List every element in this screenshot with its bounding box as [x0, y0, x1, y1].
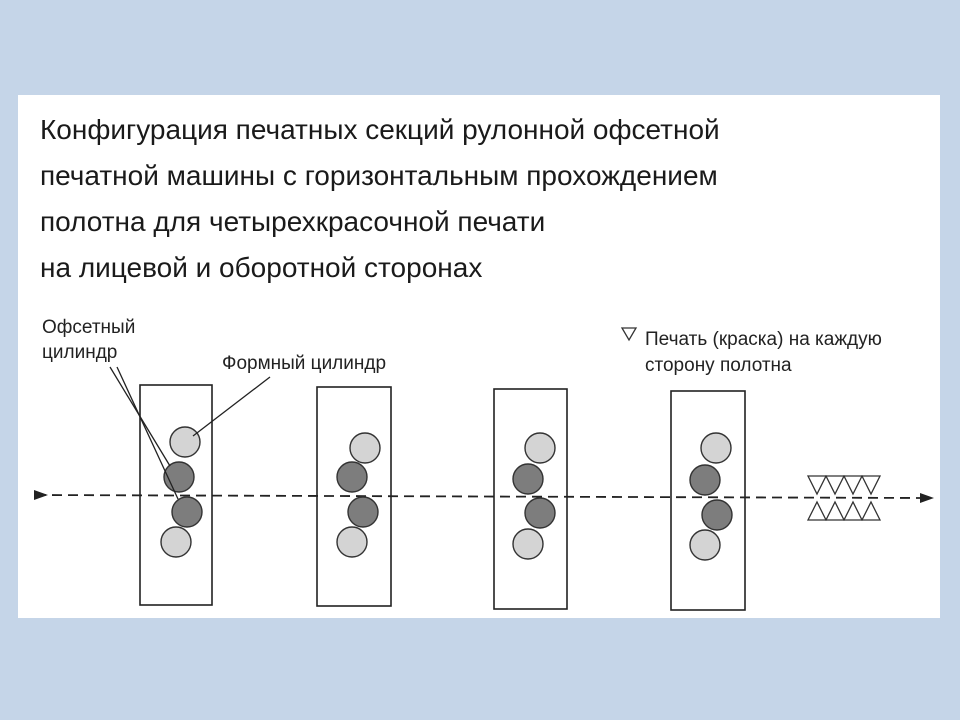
printing-section-2 [316, 386, 392, 607]
plate-cylinder-top [169, 426, 201, 458]
offset-cylinder-pointer [116, 366, 179, 500]
plate-cylinder-bottom [336, 526, 368, 558]
web-entry-arrow [34, 490, 48, 500]
section-frame [670, 390, 746, 611]
title-line: Конфигурация печатных секций рулонной оф… [40, 114, 720, 145]
offset-cylinder-bottom [171, 496, 203, 528]
slide-title: Конфигурация печатных секций рулонной оф… [40, 107, 920, 291]
legend-label: Печать (краска) на каждую сторону полотн… [645, 329, 887, 376]
title-line: полотна для четырехкрасочной печати [40, 206, 546, 237]
legend-triangle-icon [620, 327, 638, 342]
web-exit-arrow [920, 493, 934, 503]
paper-web-line [35, 494, 924, 499]
plate-cylinder-pointer [192, 376, 271, 437]
section-frame [493, 388, 568, 610]
slide: Конфигурация печатных секций рулонной оф… [18, 95, 940, 618]
ink-triangle-icon [806, 475, 828, 496]
offset-cylinder-label: Офсетный цилиндр [42, 317, 141, 363]
plate-cylinder-bottom [512, 528, 544, 560]
section-frame [316, 386, 392, 607]
plate-cylinder-bottom [689, 529, 721, 561]
printing-section-3 [493, 388, 568, 610]
ink-markers [806, 475, 882, 521]
ink-triangle-icon [824, 475, 846, 496]
title-line: печатной машины с горизонтальным прохожд… [40, 160, 718, 191]
printing-sections-diagram: Офсетный цилиндр Формный цилиндр Печать … [34, 317, 934, 611]
ink-triangle-icon [842, 500, 864, 521]
ink-triangle-icon [860, 475, 882, 496]
offset-cylinder-top [689, 464, 721, 496]
ink-triangle-icon [806, 500, 828, 521]
plate-cylinder-bottom [160, 526, 192, 558]
offset-cylinder-bottom [347, 496, 379, 528]
offset-cylinder-top [512, 463, 544, 495]
section-frame [139, 384, 213, 606]
ink-triangle-icon [824, 500, 846, 521]
plate-cylinder-label: Формный цилиндр [222, 353, 386, 374]
ink-triangle-icon [842, 475, 864, 496]
plate-cylinder-top [700, 432, 732, 464]
plate-cylinder-top [524, 432, 556, 464]
offset-cylinder-top [336, 461, 368, 493]
offset-cylinder-bottom [701, 499, 733, 531]
printing-section-4 [670, 390, 746, 611]
plate-cylinder-top [349, 432, 381, 464]
ink-triangle-icon [860, 500, 882, 521]
title-line: на лицевой и оборотной сторонах [40, 252, 483, 283]
offset-cylinder-bottom [524, 497, 556, 529]
